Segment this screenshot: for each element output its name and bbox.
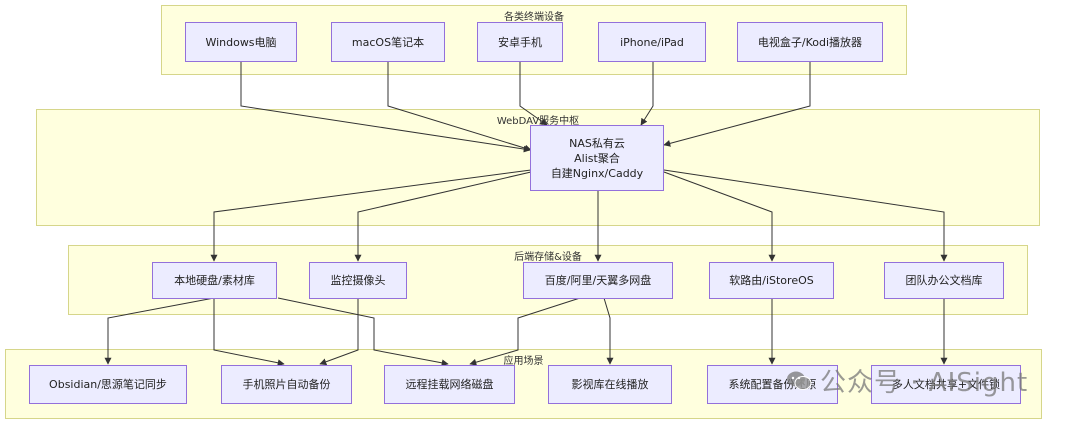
node-tv-box[interactable]: 电视盒子/Kodi播放器: [737, 22, 883, 62]
hub-line-alist: Alist聚合: [574, 151, 620, 165]
node-obsidian-sync-label: Obsidian/思源笔记同步: [49, 378, 167, 391]
node-team-docs-label: 团队办公文档库: [905, 274, 983, 287]
node-webdav-hub[interactable]: NAS私有云 Alist聚合 自建Nginx/Caddy: [530, 125, 664, 191]
node-video-library[interactable]: 影视库在线播放: [548, 365, 672, 404]
group-storage-title: 后端存储&设备: [514, 252, 582, 263]
watermark-text: 公众号 · AISight: [820, 368, 1029, 398]
node-remote-disk[interactable]: 远程挂载网络磁盘: [384, 365, 515, 404]
node-remote-disk-label: 远程挂载网络磁盘: [405, 378, 494, 391]
node-soft-router[interactable]: 软路由/iStoreOS: [709, 262, 834, 299]
wechat-icon: [787, 371, 812, 390]
node-netdisk-label: 百度/阿里/天翼多网盘: [544, 274, 652, 287]
node-android-phone-label: 安卓手机: [498, 35, 542, 49]
hub-line-nginx: 自建Nginx/Caddy: [550, 166, 644, 180]
node-android-phone[interactable]: 安卓手机: [477, 22, 563, 62]
node-obsidian-sync[interactable]: Obsidian/思源笔记同步: [29, 365, 187, 404]
node-multi-doc-label: 多人文档共享+文件锁: [891, 378, 1001, 391]
hub-line-nas: NAS私有云: [569, 136, 625, 150]
group-devices-title: 各类终端设备: [504, 12, 564, 23]
node-camera-label: 监控摄像头: [330, 274, 386, 287]
node-netdisk[interactable]: 百度/阿里/天翼多网盘: [523, 262, 673, 299]
node-macos-laptop-label: macOS笔记本: [351, 35, 425, 49]
node-system-backup[interactable]: 系统配置备份还原: [707, 365, 838, 404]
node-windows-pc-label: Windows电脑: [205, 35, 277, 49]
node-local-disk[interactable]: 本地硬盘/素材库: [152, 262, 277, 299]
node-macos-laptop[interactable]: macOS笔记本: [331, 22, 445, 62]
node-photo-backup-label: 手机照片自动备份: [242, 378, 331, 391]
node-team-docs[interactable]: 团队办公文档库: [884, 262, 1004, 299]
watermark: 公众号 · AISight: [786, 362, 1028, 399]
node-photo-backup[interactable]: 手机照片自动备份: [221, 365, 352, 404]
node-local-disk-label: 本地硬盘/素材库: [174, 274, 255, 287]
node-iphone-ipad[interactable]: iPhone/iPad: [598, 22, 706, 62]
node-multi-doc[interactable]: 多人文档共享+文件锁: [871, 365, 1021, 404]
node-camera[interactable]: 监控摄像头: [309, 262, 407, 299]
node-windows-pc[interactable]: Windows电脑: [185, 22, 297, 62]
node-iphone-ipad-label: iPhone/iPad: [620, 35, 684, 49]
node-video-library-label: 影视库在线播放: [571, 378, 649, 391]
node-soft-router-label: 软路由/iStoreOS: [729, 274, 814, 287]
node-tv-box-label: 电视盒子/Kodi播放器: [757, 35, 863, 49]
